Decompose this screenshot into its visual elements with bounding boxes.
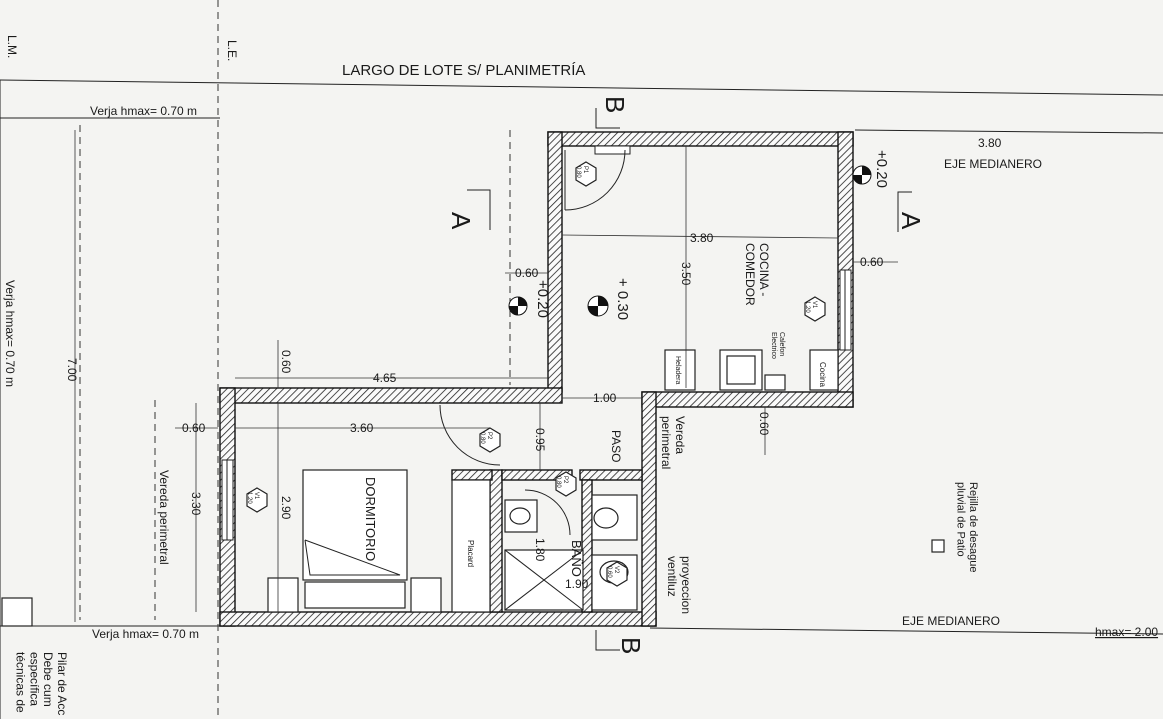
window-top bbox=[594, 145, 631, 155]
pilar-icon bbox=[1, 597, 33, 627]
section-a-left: A bbox=[446, 212, 476, 230]
wall-bedroom-bath bbox=[489, 469, 503, 613]
wall-kitchen-bottom bbox=[641, 391, 854, 408]
wall-top-bedroom bbox=[219, 387, 563, 404]
fixtures bbox=[1, 349, 945, 627]
tag-v1a: V11.20 bbox=[246, 492, 259, 504]
dim-180: 1.80 bbox=[533, 538, 547, 562]
heladera-label: Heladera bbox=[674, 356, 681, 385]
dim-360: 3.60 bbox=[350, 421, 374, 435]
text-layer: LARGO DE LOTE S/ PLANIMETRÍA Verja hmax=… bbox=[3, 35, 1158, 715]
windows bbox=[221, 145, 852, 541]
doors bbox=[439, 149, 626, 536]
lm-label: L.M. bbox=[5, 35, 19, 58]
tag-hexagon-icon bbox=[479, 427, 501, 453]
dim-060-b: 0.60 bbox=[860, 255, 884, 269]
wall-bath-top-b bbox=[579, 469, 643, 481]
dim-350: 3.50 bbox=[679, 262, 693, 286]
wall-bottom bbox=[219, 611, 657, 627]
dim-465: 4.65 bbox=[373, 371, 397, 385]
le-label: L.E. bbox=[225, 40, 239, 61]
wall-bath-mid bbox=[581, 479, 593, 613]
nightstand-right bbox=[410, 577, 442, 613]
tag-v2: V20.60 bbox=[606, 566, 619, 578]
proyeccion-label: proyeccionventiluz bbox=[665, 556, 693, 614]
tag-p2b: P20.80 bbox=[555, 476, 568, 488]
room-placard: Placard bbox=[466, 540, 475, 567]
dim-330: 3.30 bbox=[189, 492, 203, 516]
room-bano: BAÑO bbox=[569, 540, 584, 577]
vereda-left-label: Vereda perimetral bbox=[157, 470, 171, 565]
fence-top-label: Verja hmax= 0.70 m bbox=[90, 104, 197, 118]
dim-095: 0.95 bbox=[533, 428, 547, 452]
door-swing-kitchen bbox=[564, 149, 626, 211]
level-right: +0.20 bbox=[873, 150, 890, 188]
fence-left-label: Verja hmax= 0.70 m bbox=[3, 280, 17, 387]
dim-060-c: 0.60 bbox=[182, 421, 206, 435]
calefon bbox=[764, 374, 786, 391]
eje-top-label: EJE MEDIANERO bbox=[944, 157, 1042, 171]
dim-290: 2.90 bbox=[279, 496, 293, 520]
tag-p1: P10.80 bbox=[575, 166, 588, 178]
nightstand-left bbox=[267, 577, 299, 613]
room-cocina: COCINA -COMEDOR bbox=[743, 243, 771, 306]
door-swing-bath bbox=[524, 489, 571, 536]
tag-hexagon-icon bbox=[606, 561, 628, 587]
dim-060-d: 0.60 bbox=[279, 350, 293, 374]
fence-right-label: hmax= 2.00 bbox=[1095, 625, 1158, 639]
section-b-bottom: B bbox=[616, 637, 646, 654]
door-swing-bedroom bbox=[439, 404, 501, 466]
pilar-label: Pilar de AccDebe cumespecíficatécnicas d… bbox=[14, 652, 69, 715]
eje-medianero-bottom-line bbox=[649, 627, 1163, 635]
wall-top-kitchen bbox=[547, 131, 854, 147]
tag-hexagon-icon bbox=[575, 161, 597, 187]
eje-bottom-label: EJE MEDIANERO bbox=[902, 614, 1000, 628]
cocina-app-label: Cocina bbox=[818, 362, 827, 387]
section-markers bbox=[467, 108, 912, 651]
tag-hexagon-icon bbox=[246, 487, 268, 513]
dim-100: 1.00 bbox=[593, 391, 617, 405]
section-a-right: A bbox=[896, 212, 926, 230]
dim-060-e: 0.60 bbox=[757, 412, 771, 436]
eje-medianero-top-line bbox=[854, 129, 1163, 134]
dimension-lines bbox=[74, 130, 898, 622]
rejilla-icon bbox=[931, 539, 945, 553]
wall-right-bath bbox=[641, 391, 657, 627]
level-left: +0.20 bbox=[534, 280, 551, 318]
cocina-appliance bbox=[809, 349, 839, 391]
dim-190: 1.90 bbox=[565, 577, 589, 591]
vereda-mid-label: Veredaperimetral bbox=[659, 416, 687, 469]
dim-700: 7.00 bbox=[65, 358, 79, 382]
level-markers bbox=[508, 165, 872, 317]
fence-bottom-label: Verja hmax= 0.70 m bbox=[92, 627, 199, 641]
dim-380-top: 3.80 bbox=[978, 136, 1002, 150]
wall-left-kitchen bbox=[547, 131, 563, 393]
level-main: + 0.30 bbox=[614, 278, 631, 320]
calefon-label: CalefonElectrico bbox=[770, 332, 785, 359]
dim-060-a: 0.60 bbox=[515, 266, 539, 280]
rejilla-label: Rejilla de desaguepluvial de Patio bbox=[954, 482, 979, 573]
placard bbox=[451, 479, 491, 613]
tag-hexagon-icon bbox=[804, 296, 826, 322]
dim-380-in: 3.80 bbox=[690, 231, 714, 245]
section-b-top: B bbox=[600, 96, 630, 113]
tag-p2: P20.80 bbox=[479, 432, 492, 444]
heladera bbox=[664, 349, 696, 391]
bed bbox=[302, 469, 408, 581]
wall-placard-top bbox=[451, 469, 493, 481]
tag-v1b: V11.20 bbox=[804, 301, 817, 313]
tag-hexagons bbox=[246, 161, 826, 587]
tag-hexagon-icon bbox=[555, 471, 577, 497]
lot-length-label: LARGO DE LOTE S/ PLANIMETRÍA bbox=[342, 62, 585, 79]
room-dormitorio: DORMITORIO bbox=[363, 477, 378, 561]
room-paso: PASO bbox=[609, 430, 623, 462]
